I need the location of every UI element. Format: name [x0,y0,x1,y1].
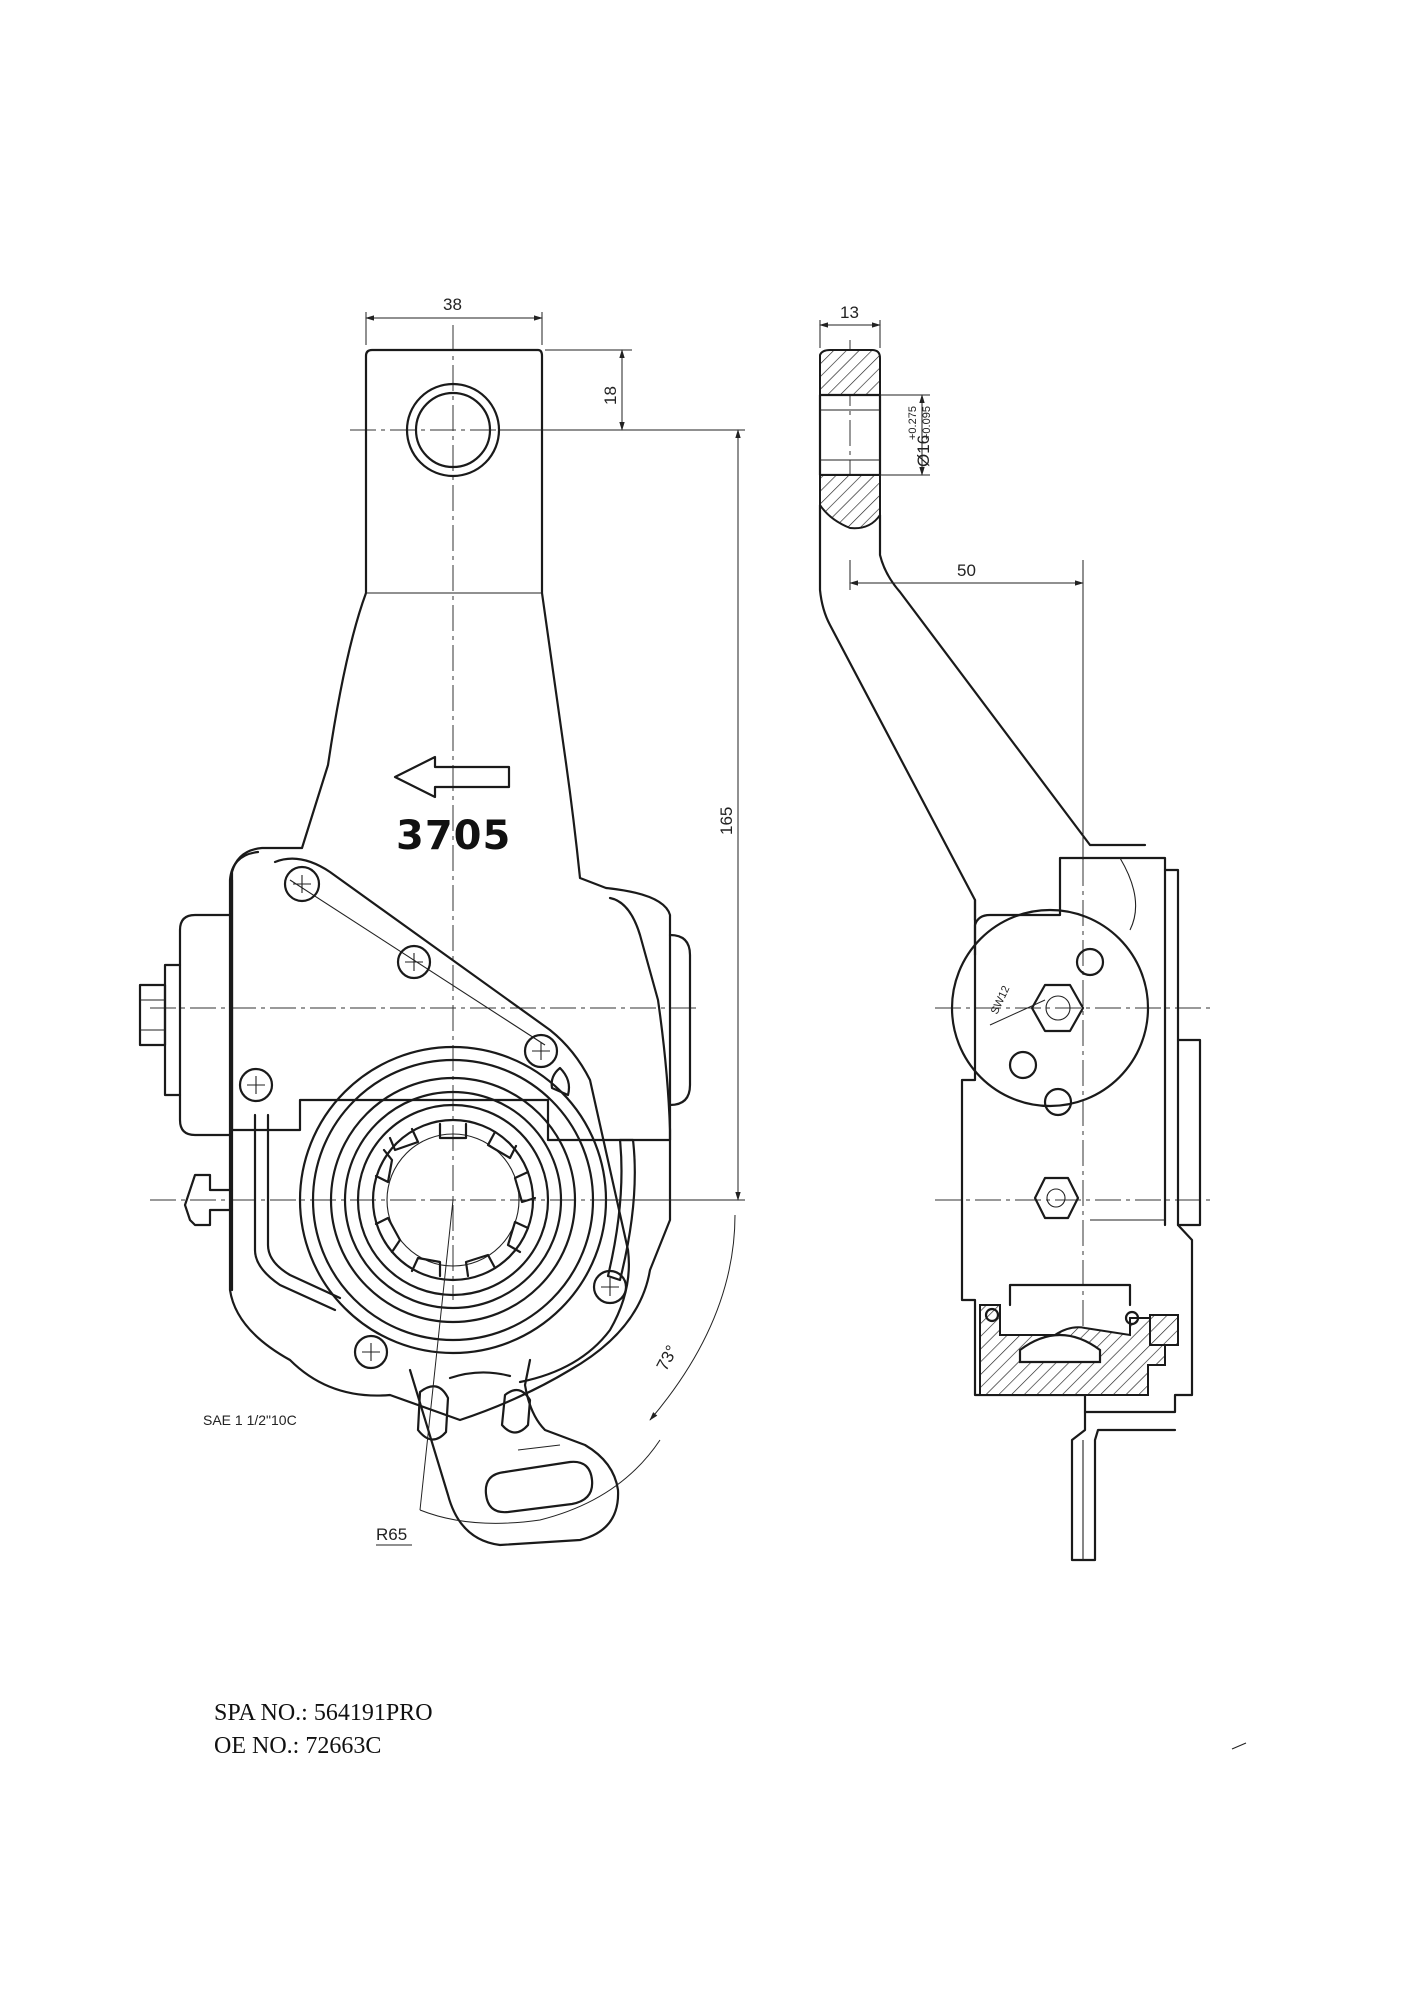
angle-label: 73° [653,1342,682,1374]
hex-head [1030,983,1085,1033]
clevis-bushing-outer [405,382,501,478]
clevis-section-bottom [819,474,881,530]
grease-nipple [183,1173,234,1227]
screw [396,944,432,980]
spline-bore [371,1118,537,1282]
clevis-bushing-inner [414,391,492,469]
side-view: SW12 13 Ø16 +0.275 +0.095 50 [818,303,1210,1562]
hook-bracket [1070,1410,1177,1562]
radius-label: R65 [376,1525,407,1544]
oe-part-number: OE NO.: 72663C [214,1733,382,1759]
side-housing [960,856,1194,1414]
hole-tolerance-upper: +0.275 [907,406,919,440]
lock-nut [1033,1176,1080,1220]
worm-housing [178,913,232,1137]
dimension-arm-width: 38 [443,295,462,314]
worm-end-circle [950,908,1150,1108]
control-arm [408,1358,620,1547]
pen-mark [1231,1742,1247,1750]
clevis-section-top [819,349,881,396]
control-arm-slot [484,1460,594,1514]
screw [238,1067,274,1103]
screw [353,1334,389,1370]
side-arm [818,503,1147,922]
dimension-hole-offset: 18 [601,386,620,405]
screw [523,1033,559,1069]
dimension-hole-diameter: Ø16 [914,435,933,467]
arm-marking: 3705 [396,813,511,859]
dimension-thickness: 13 [840,303,859,322]
spline-spec-label: SAE 1 1/2"10C [203,1412,297,1428]
screw [283,865,321,903]
worm-hex-nut [138,983,167,1047]
dimension-arm-length: 165 [717,807,736,835]
adjuster-arm [230,348,672,1142]
hole-tolerance-lower: +0.095 [921,406,933,440]
dimension-offset: 50 [957,561,976,580]
housing-body [228,850,672,1422]
hex-size-label: SW12 [989,984,1013,1016]
cover-plate [273,857,630,1384]
spa-part-number: SPA NO.: 564191PRO [214,1700,433,1726]
front-view: 3705 [138,295,745,1547]
direction-arrow-icon [393,755,511,799]
